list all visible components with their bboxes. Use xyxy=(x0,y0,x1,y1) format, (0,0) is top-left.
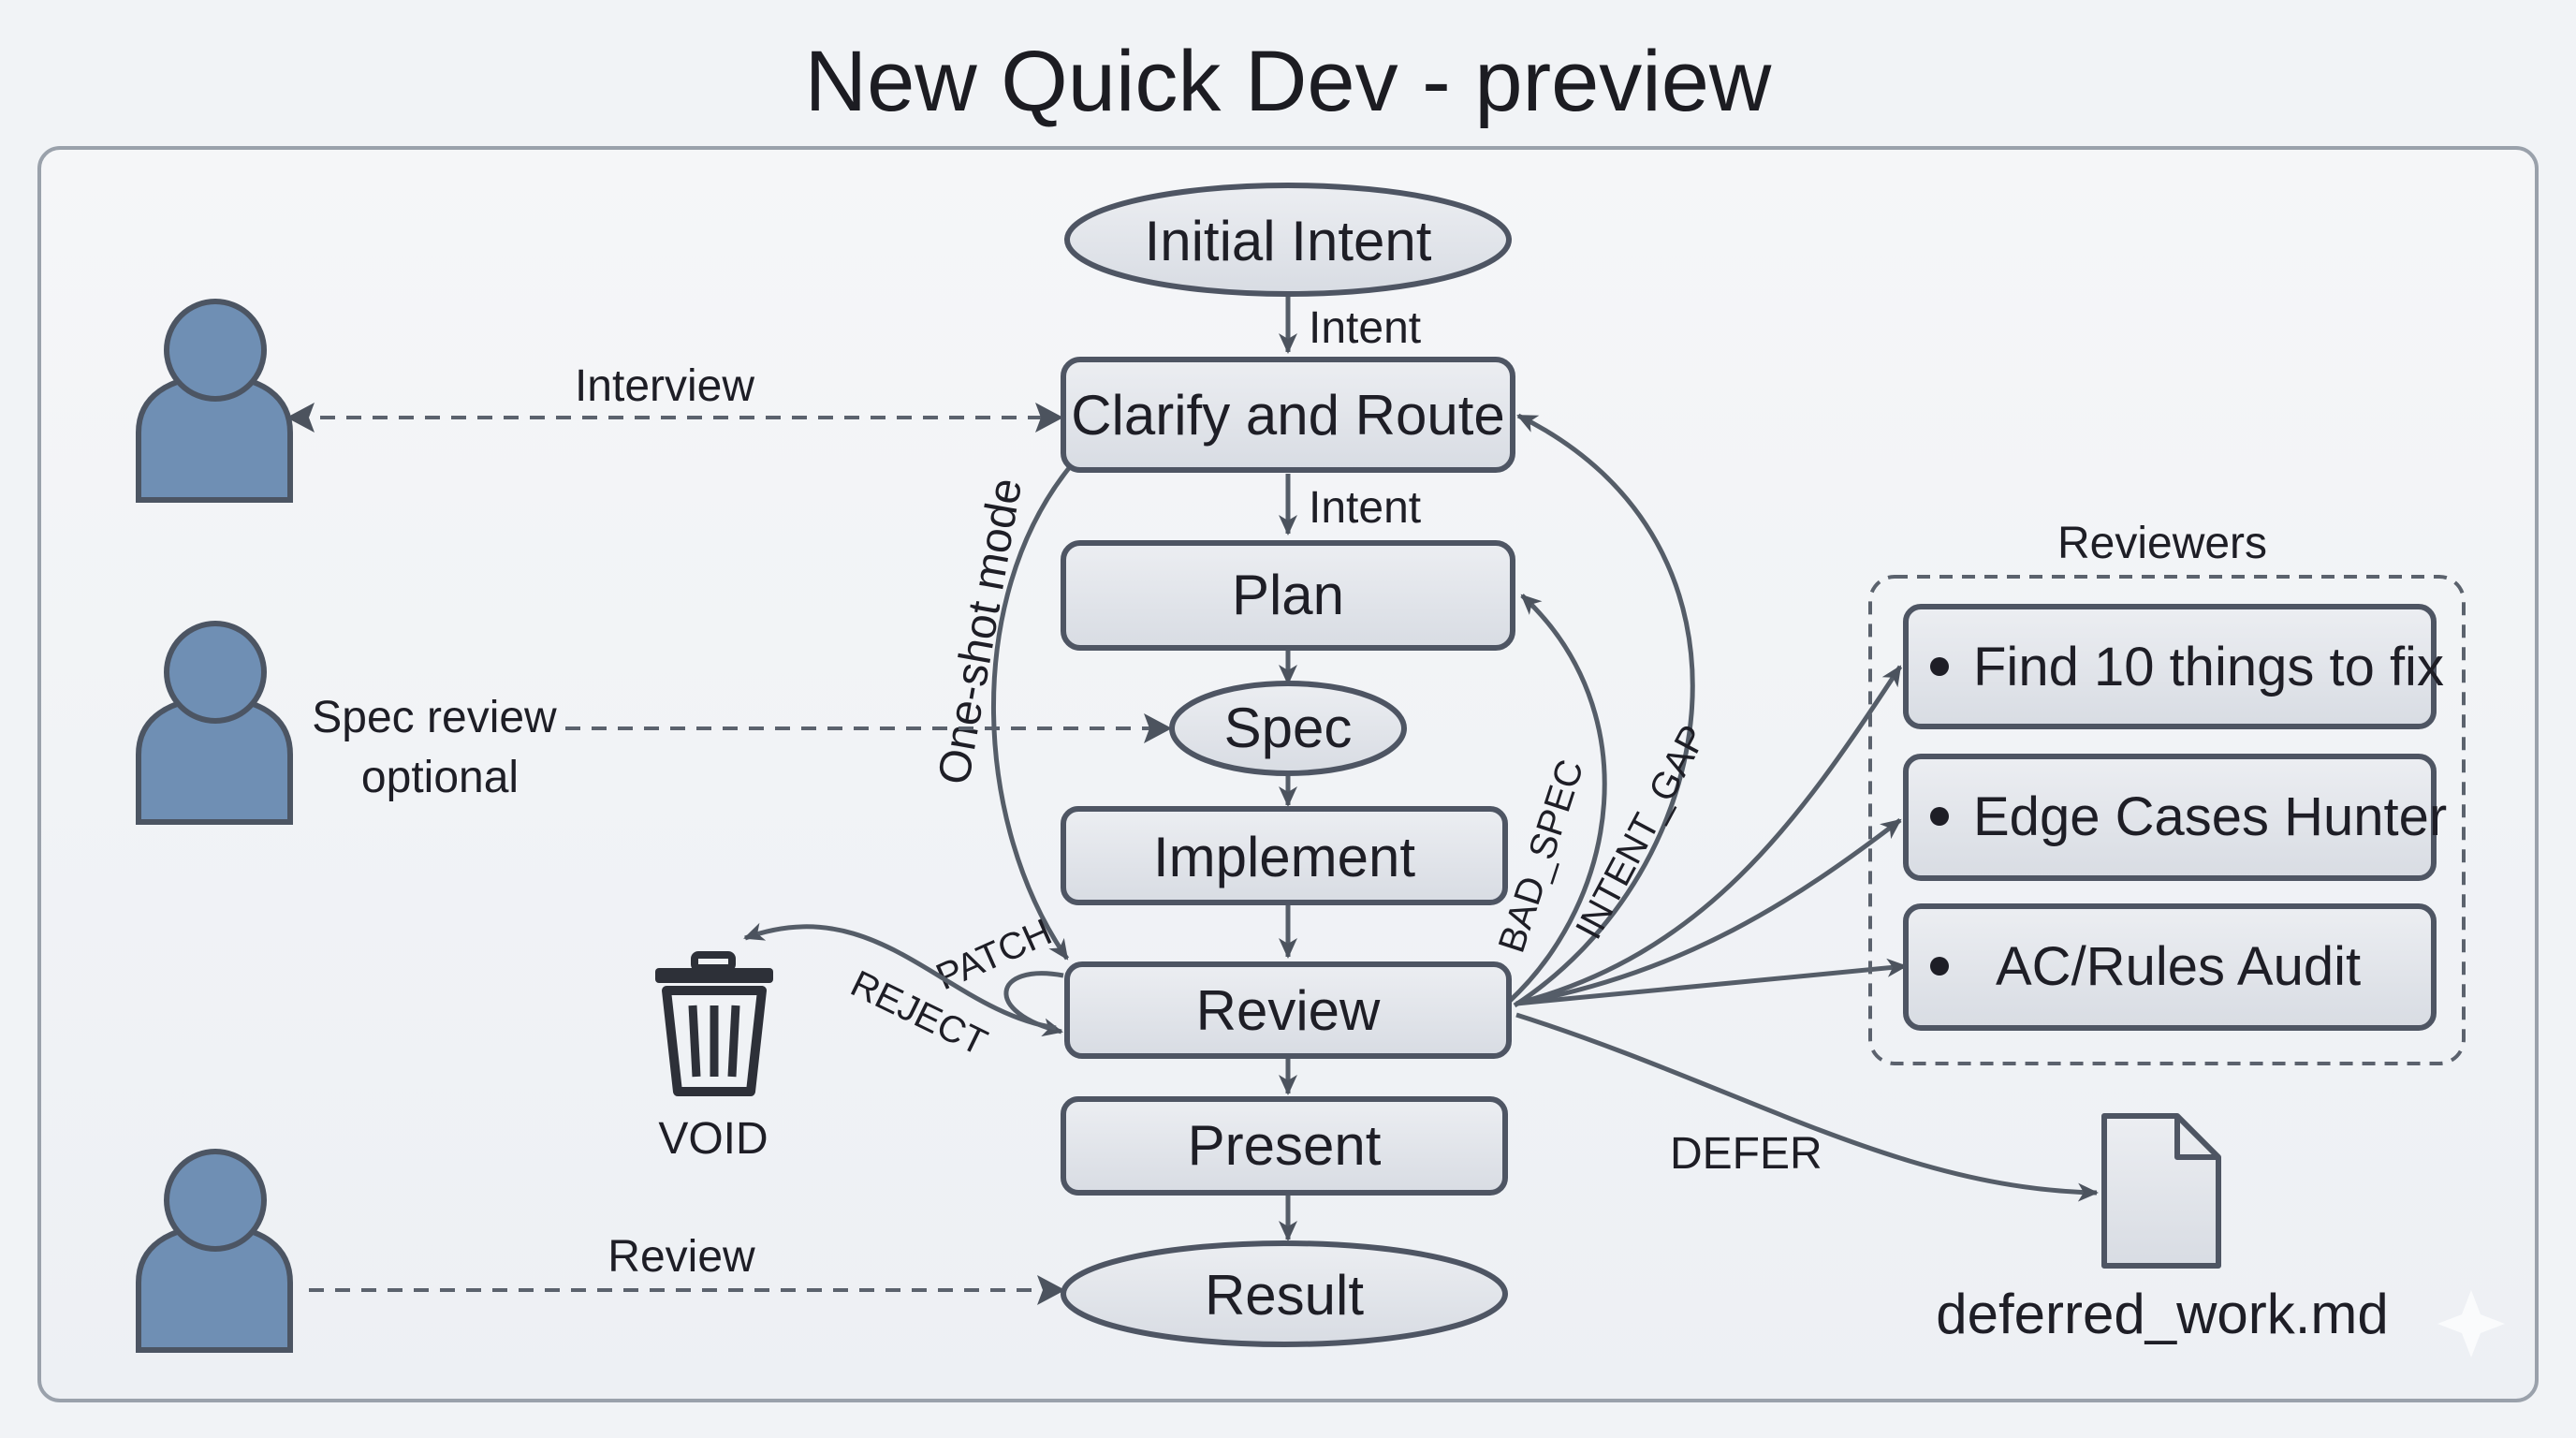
edge-bad-spec xyxy=(1507,594,1607,1004)
bullet-icon xyxy=(1930,807,1949,826)
node-present-label: Present xyxy=(1188,1114,1382,1177)
reviewer-item[interactable]: Find 10 things to fix xyxy=(1903,604,2444,729)
reviewer-item[interactable]: AC/Rules Audit xyxy=(1903,903,2437,1031)
edge-intent-gap xyxy=(1513,413,1695,1008)
reviewer-item[interactable]: Edge Cases Hunter xyxy=(1903,754,2447,881)
edge-review-to-reviewer-2 xyxy=(1515,818,1902,1006)
reviewer-item-label: AC/Rules Audit xyxy=(1996,936,2361,997)
edge-label-intent-2: Intent xyxy=(1309,483,1421,533)
edge-spec-review-arrow xyxy=(1144,713,1172,743)
node-review-label: Review xyxy=(1196,979,1381,1042)
reviewers-group: Reviewers Find 10 things to fix Edge Cas… xyxy=(1868,519,2466,1065)
sparkle-icon xyxy=(2437,1290,2505,1357)
edge-label-human-review: Review xyxy=(607,1232,755,1282)
edge-label-defer: DEFER xyxy=(1670,1129,1822,1179)
node-spec-label: Spec xyxy=(1224,697,1353,759)
bullet-icon xyxy=(1930,957,1949,976)
node-plan-label: Plan xyxy=(1232,564,1344,626)
node-initial-intent-label: Initial Intent xyxy=(1145,210,1432,272)
trash-icon xyxy=(655,951,773,1096)
node-implement[interactable]: Implement xyxy=(1061,806,1508,905)
edge-interview-arrow-right xyxy=(1035,403,1063,433)
person-icon xyxy=(136,621,293,825)
edge-label-spec-review-1: Spec review xyxy=(312,693,557,742)
node-initial-intent[interactable]: Initial Intent xyxy=(1064,183,1512,297)
node-implement-label: Implement xyxy=(1153,826,1415,888)
reviewers-frame xyxy=(1868,575,2466,1065)
node-result[interactable]: Result xyxy=(1061,1240,1508,1347)
reviewer-item-label: Find 10 things to fix xyxy=(1973,637,2444,697)
edge-reject xyxy=(743,922,1057,1031)
node-review[interactable]: Review xyxy=(1064,961,1512,1059)
edge-human-review-arrow xyxy=(1037,1275,1065,1305)
edge-defer xyxy=(1515,1012,2099,1202)
reviewers-title: Reviewers xyxy=(2057,519,2267,568)
edge-label-spec-review-2: optional xyxy=(361,753,519,802)
edge-interview-arrow-left xyxy=(286,403,315,433)
bullet-icon xyxy=(1930,657,1949,676)
edge-review-to-reviewer-3 xyxy=(1515,958,1908,1006)
node-clarify-route[interactable]: Clarify and Route xyxy=(1061,357,1515,473)
node-clarify-route-label: Clarify and Route xyxy=(1071,384,1505,447)
edge-label-intent-1: Intent xyxy=(1309,303,1421,353)
reviewer-item-label: Edge Cases Hunter xyxy=(1973,786,2447,847)
edge-one-shot xyxy=(991,466,1071,961)
void-label: VOID xyxy=(658,1114,768,1164)
node-result-label: Result xyxy=(1205,1264,1364,1327)
document-icon xyxy=(2101,1113,2221,1269)
edge-label-interview: Interview xyxy=(575,361,754,411)
deferred-file-label: deferred_work.md xyxy=(1936,1283,2389,1345)
edge-review-to-reviewer-1 xyxy=(1515,665,1903,1006)
person-icon xyxy=(136,299,293,503)
node-plan[interactable]: Plan xyxy=(1061,540,1515,651)
person-icon xyxy=(136,1149,293,1353)
diagram-title: New Quick Dev - preview xyxy=(805,34,1772,129)
node-spec[interactable]: Spec xyxy=(1169,681,1407,776)
node-present[interactable]: Present xyxy=(1061,1096,1508,1196)
